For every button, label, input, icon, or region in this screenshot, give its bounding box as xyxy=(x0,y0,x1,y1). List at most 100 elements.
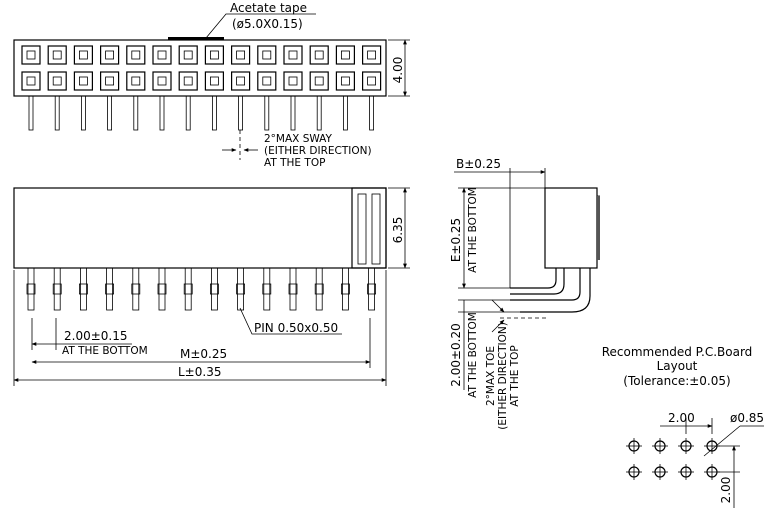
socket-cell xyxy=(231,45,251,65)
sway-line3: AT THE TOP xyxy=(264,157,325,169)
e-note: AT THE BOTTOM xyxy=(467,187,479,273)
top-pin xyxy=(342,95,348,131)
front-pin xyxy=(210,267,218,311)
socket-contact xyxy=(340,50,350,60)
socket-contact xyxy=(209,50,219,60)
socket-contact xyxy=(262,76,272,86)
socket-contact xyxy=(79,50,88,60)
socket-cell xyxy=(257,45,277,65)
b-dim: B±0.25 xyxy=(456,157,501,171)
socket-contact xyxy=(131,50,141,60)
front-pin xyxy=(106,267,113,311)
pcb-title-line1: Recommended P.C.Board xyxy=(602,345,753,359)
front-pin xyxy=(368,267,376,311)
socket-cell xyxy=(309,45,329,65)
tape-label: Acetate tape xyxy=(230,1,307,15)
pcb-pitch-v: 2.00 xyxy=(719,477,733,504)
socket-contact xyxy=(79,76,88,86)
front-pin xyxy=(80,267,87,311)
front-pin-collar xyxy=(340,283,350,295)
pcb-title-line2: Layout xyxy=(657,359,698,373)
socket-cell xyxy=(335,71,355,91)
front-pin-collar xyxy=(79,283,88,295)
socket-cell xyxy=(126,45,146,65)
socket-contact xyxy=(288,76,298,86)
pcb-title-line3: (Tolerance:±0.05) xyxy=(623,374,730,388)
socket-cell xyxy=(178,71,198,91)
top-pin xyxy=(316,95,322,131)
front-pin-collar xyxy=(26,283,36,295)
socket-contact xyxy=(183,76,193,86)
front-pin xyxy=(315,267,323,311)
front-pin-collar xyxy=(262,283,272,295)
socket-contact xyxy=(131,76,141,86)
pcb-layout: Recommended P.C.Board Layout (Tolerance:… xyxy=(602,345,764,508)
e-dim: E±0.25 xyxy=(449,218,463,262)
socket-contact xyxy=(157,50,167,60)
socket-cell xyxy=(283,71,303,91)
front-pin-collar xyxy=(183,283,193,295)
front-view-body xyxy=(13,187,387,269)
front-pin xyxy=(237,267,245,311)
front-pin xyxy=(263,267,271,311)
top-pin xyxy=(159,95,165,131)
socket-cell xyxy=(335,45,355,65)
socket-cell xyxy=(204,71,224,91)
socket-cell xyxy=(152,45,172,65)
toe-line2: (EITHER DIRECTION) xyxy=(497,322,509,430)
socket-contact xyxy=(236,50,246,60)
front-pitch-note: AT THE BOTTOM xyxy=(62,345,148,357)
front-pin-collar xyxy=(288,283,298,295)
tape-leader xyxy=(205,13,316,39)
top-pin xyxy=(369,95,375,131)
socket-cell xyxy=(47,45,67,65)
front-pin xyxy=(184,267,192,311)
socket-contact xyxy=(236,76,246,86)
front-pin-collar xyxy=(236,283,246,295)
front-pin-collar xyxy=(209,283,219,295)
front-pin xyxy=(289,267,297,311)
bent-pin-outer2 xyxy=(520,268,591,313)
socket-contact xyxy=(105,76,114,86)
socket-contact xyxy=(105,50,114,60)
tape-size: (ø5.0X0.15) xyxy=(232,17,303,31)
socket-cell xyxy=(362,45,382,65)
socket-contact xyxy=(183,50,193,60)
bent-pin-outer xyxy=(510,268,581,301)
socket-cell xyxy=(178,45,198,65)
socket-cell xyxy=(204,45,224,65)
front-pin xyxy=(158,267,166,311)
socket-cell xyxy=(283,45,303,65)
top-pin xyxy=(107,95,112,131)
socket-cell xyxy=(73,45,94,65)
socket-cell xyxy=(257,71,277,91)
socket-cell xyxy=(309,71,329,91)
front-pin xyxy=(132,267,140,311)
socket-contact xyxy=(262,50,272,60)
socket-contact xyxy=(314,76,324,86)
top-pin xyxy=(264,95,270,131)
top-pin xyxy=(290,95,296,131)
front-pin-collar xyxy=(105,283,114,295)
socket-cell xyxy=(21,45,41,65)
top-pin xyxy=(28,95,34,131)
top-pin xyxy=(133,95,139,131)
socket-cell xyxy=(99,71,120,91)
pin-label: PIN 0.50x0.50 xyxy=(254,321,338,335)
socket-contact xyxy=(288,50,298,60)
top-view-body xyxy=(13,39,387,97)
acetate-tape xyxy=(168,37,224,40)
socket-contact xyxy=(314,50,324,60)
socket-contact xyxy=(367,50,377,60)
side-view: B±0.25 E±0.25 AT THE BOTTOM 2.00±0.20 AT… xyxy=(449,157,600,430)
top-height-dim: 4.00 xyxy=(391,57,405,84)
pcb-pitch-h: 2.00 xyxy=(668,411,695,425)
socket-cell xyxy=(231,71,251,91)
sway-line1: 2°MAX SWAY xyxy=(264,133,333,145)
top-view: Acetate tape (ø5.0X0.15) 4.00 2°MAX SWAY… xyxy=(13,1,410,169)
top-pin xyxy=(185,95,191,131)
top-pin xyxy=(238,95,244,131)
toe-line3: AT THE TOP xyxy=(509,345,521,406)
side-pitch-dim: 2.00±0.20 xyxy=(449,323,463,387)
